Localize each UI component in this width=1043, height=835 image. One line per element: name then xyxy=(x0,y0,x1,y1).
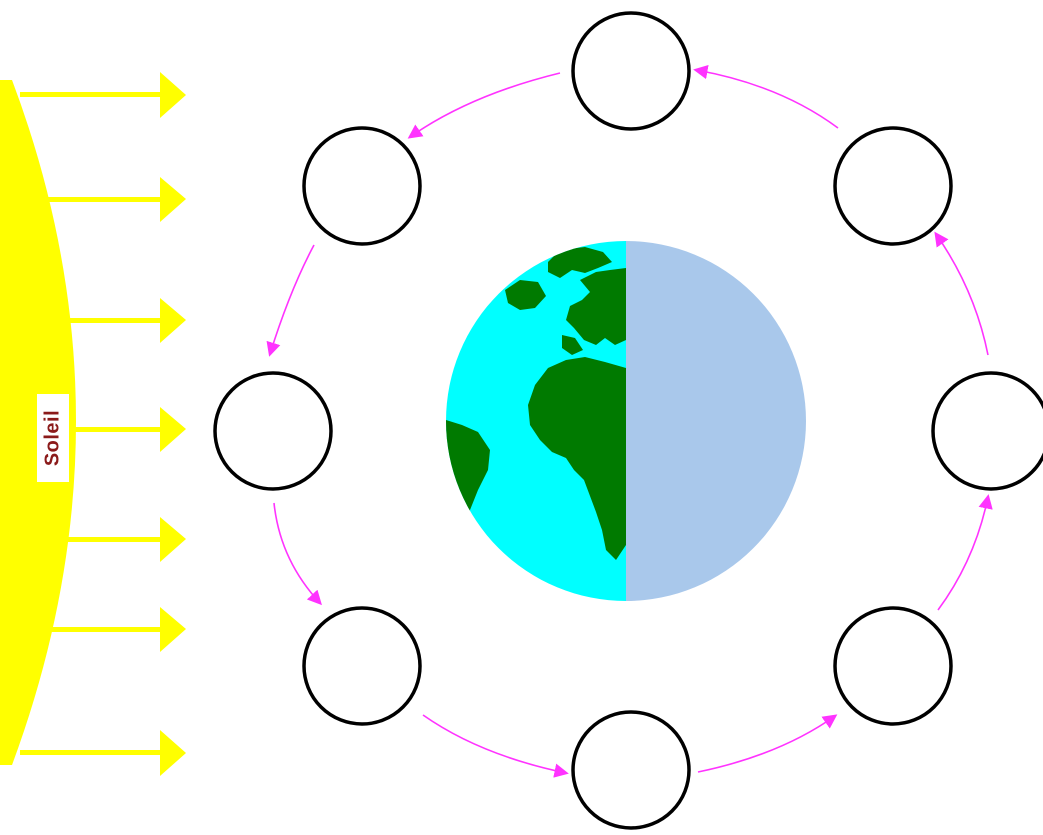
orbit-arrow xyxy=(936,234,988,355)
orbit-arrow xyxy=(938,497,988,610)
orbit-arrow xyxy=(423,715,566,773)
orbit-arrow xyxy=(270,245,314,354)
moon-position-left[interactable] xyxy=(215,373,331,489)
sun-ray-arrow xyxy=(20,730,186,776)
moon-position-top[interactable] xyxy=(573,13,689,129)
moon-position-right[interactable] xyxy=(933,373,1043,489)
orbit-arrow xyxy=(410,73,560,137)
earth-night-side xyxy=(626,235,812,605)
sun-ray-arrow xyxy=(20,72,186,118)
moon-position-top-left[interactable] xyxy=(304,128,420,244)
sun-label: Soleil xyxy=(42,410,65,466)
orbit-arrow xyxy=(274,503,320,603)
moon-position-bottom-left[interactable] xyxy=(304,608,420,724)
orbit-arrow xyxy=(698,716,835,772)
moon-position-bottom-right[interactable] xyxy=(835,608,951,724)
earth xyxy=(440,235,812,605)
moon-position-bottom[interactable] xyxy=(573,712,689,828)
moon-position-top-right[interactable] xyxy=(835,128,951,244)
orbit-arrow xyxy=(696,70,838,128)
